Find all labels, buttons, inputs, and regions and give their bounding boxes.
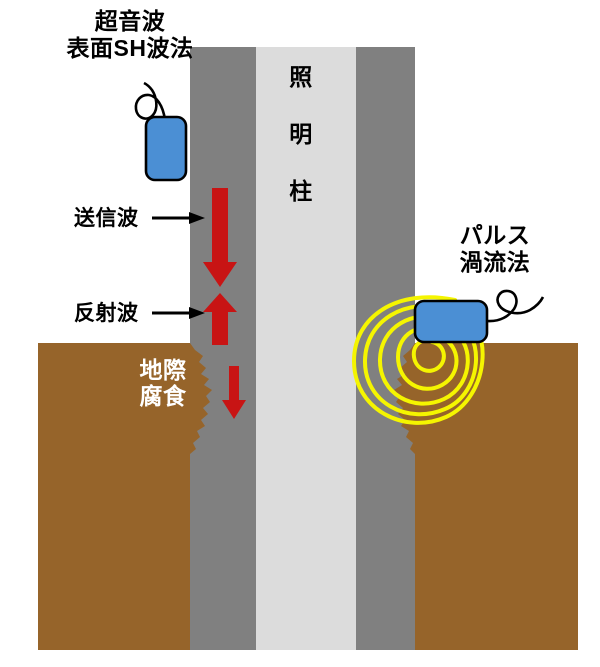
- eddy-ring-2: [395, 325, 459, 391]
- corrosion-label-line2: 腐食: [139, 383, 187, 410]
- lighting-pole-group: [190, 47, 415, 650]
- transmitted-wave-arrow: [203, 188, 237, 287]
- eddy-current-rings: [351, 295, 485, 425]
- ultrasonic-probe-body[interactable]: [144, 115, 188, 182]
- ultrasonic-method-title-line1: 超音波: [94, 8, 166, 34]
- pole-label-char-1: 照: [289, 64, 313, 90]
- eddy-ring-4: [362, 303, 478, 417]
- eddy-probe-cable: [486, 289, 545, 323]
- reflect-wave-label: 反射波: [74, 302, 139, 325]
- reflect-wave-pointer-head: [189, 307, 205, 319]
- send-wave-pointer-head: [189, 212, 205, 224]
- wave-arrows-group: [203, 188, 246, 419]
- pole-label: 照 明 柱: [246, 66, 356, 237]
- eddy-method-title-line2: 渦流法: [459, 249, 531, 276]
- send-wave-label: 送信波: [74, 207, 139, 230]
- ultrasonic-probe-group[interactable]: [134, 81, 188, 182]
- pole-label-char-3: 柱: [289, 178, 313, 204]
- pole-core: [256, 47, 356, 650]
- eddy-ring-3: [377, 314, 470, 406]
- eddy-probe-group[interactable]: [413, 289, 545, 344]
- eddy-method-title: パルス 渦流法: [430, 222, 560, 276]
- soil-left: [38, 343, 212, 650]
- pole-label-char-2: 明: [289, 121, 313, 147]
- ultrasonic-probe-cable: [134, 81, 167, 121]
- eddy-method-title-line1: パルス: [459, 222, 531, 248]
- reflected-wave-arrow: [203, 293, 237, 345]
- corrosion-label: 地際 腐食: [108, 357, 218, 410]
- eddy-probe-body[interactable]: [413, 299, 489, 344]
- ultrasonic-method-title: 超音波 表面SH波法: [30, 8, 230, 62]
- ultrasonic-method-title-line2: 表面SH波法: [66, 35, 194, 62]
- secondary-wave-arrow: [222, 366, 246, 419]
- label-pointer-arrows: [152, 212, 205, 319]
- corrosion-label-line1: 地際: [139, 357, 187, 383]
- pole-left-wall: [190, 47, 256, 650]
- eddy-ring-5: [351, 295, 485, 425]
